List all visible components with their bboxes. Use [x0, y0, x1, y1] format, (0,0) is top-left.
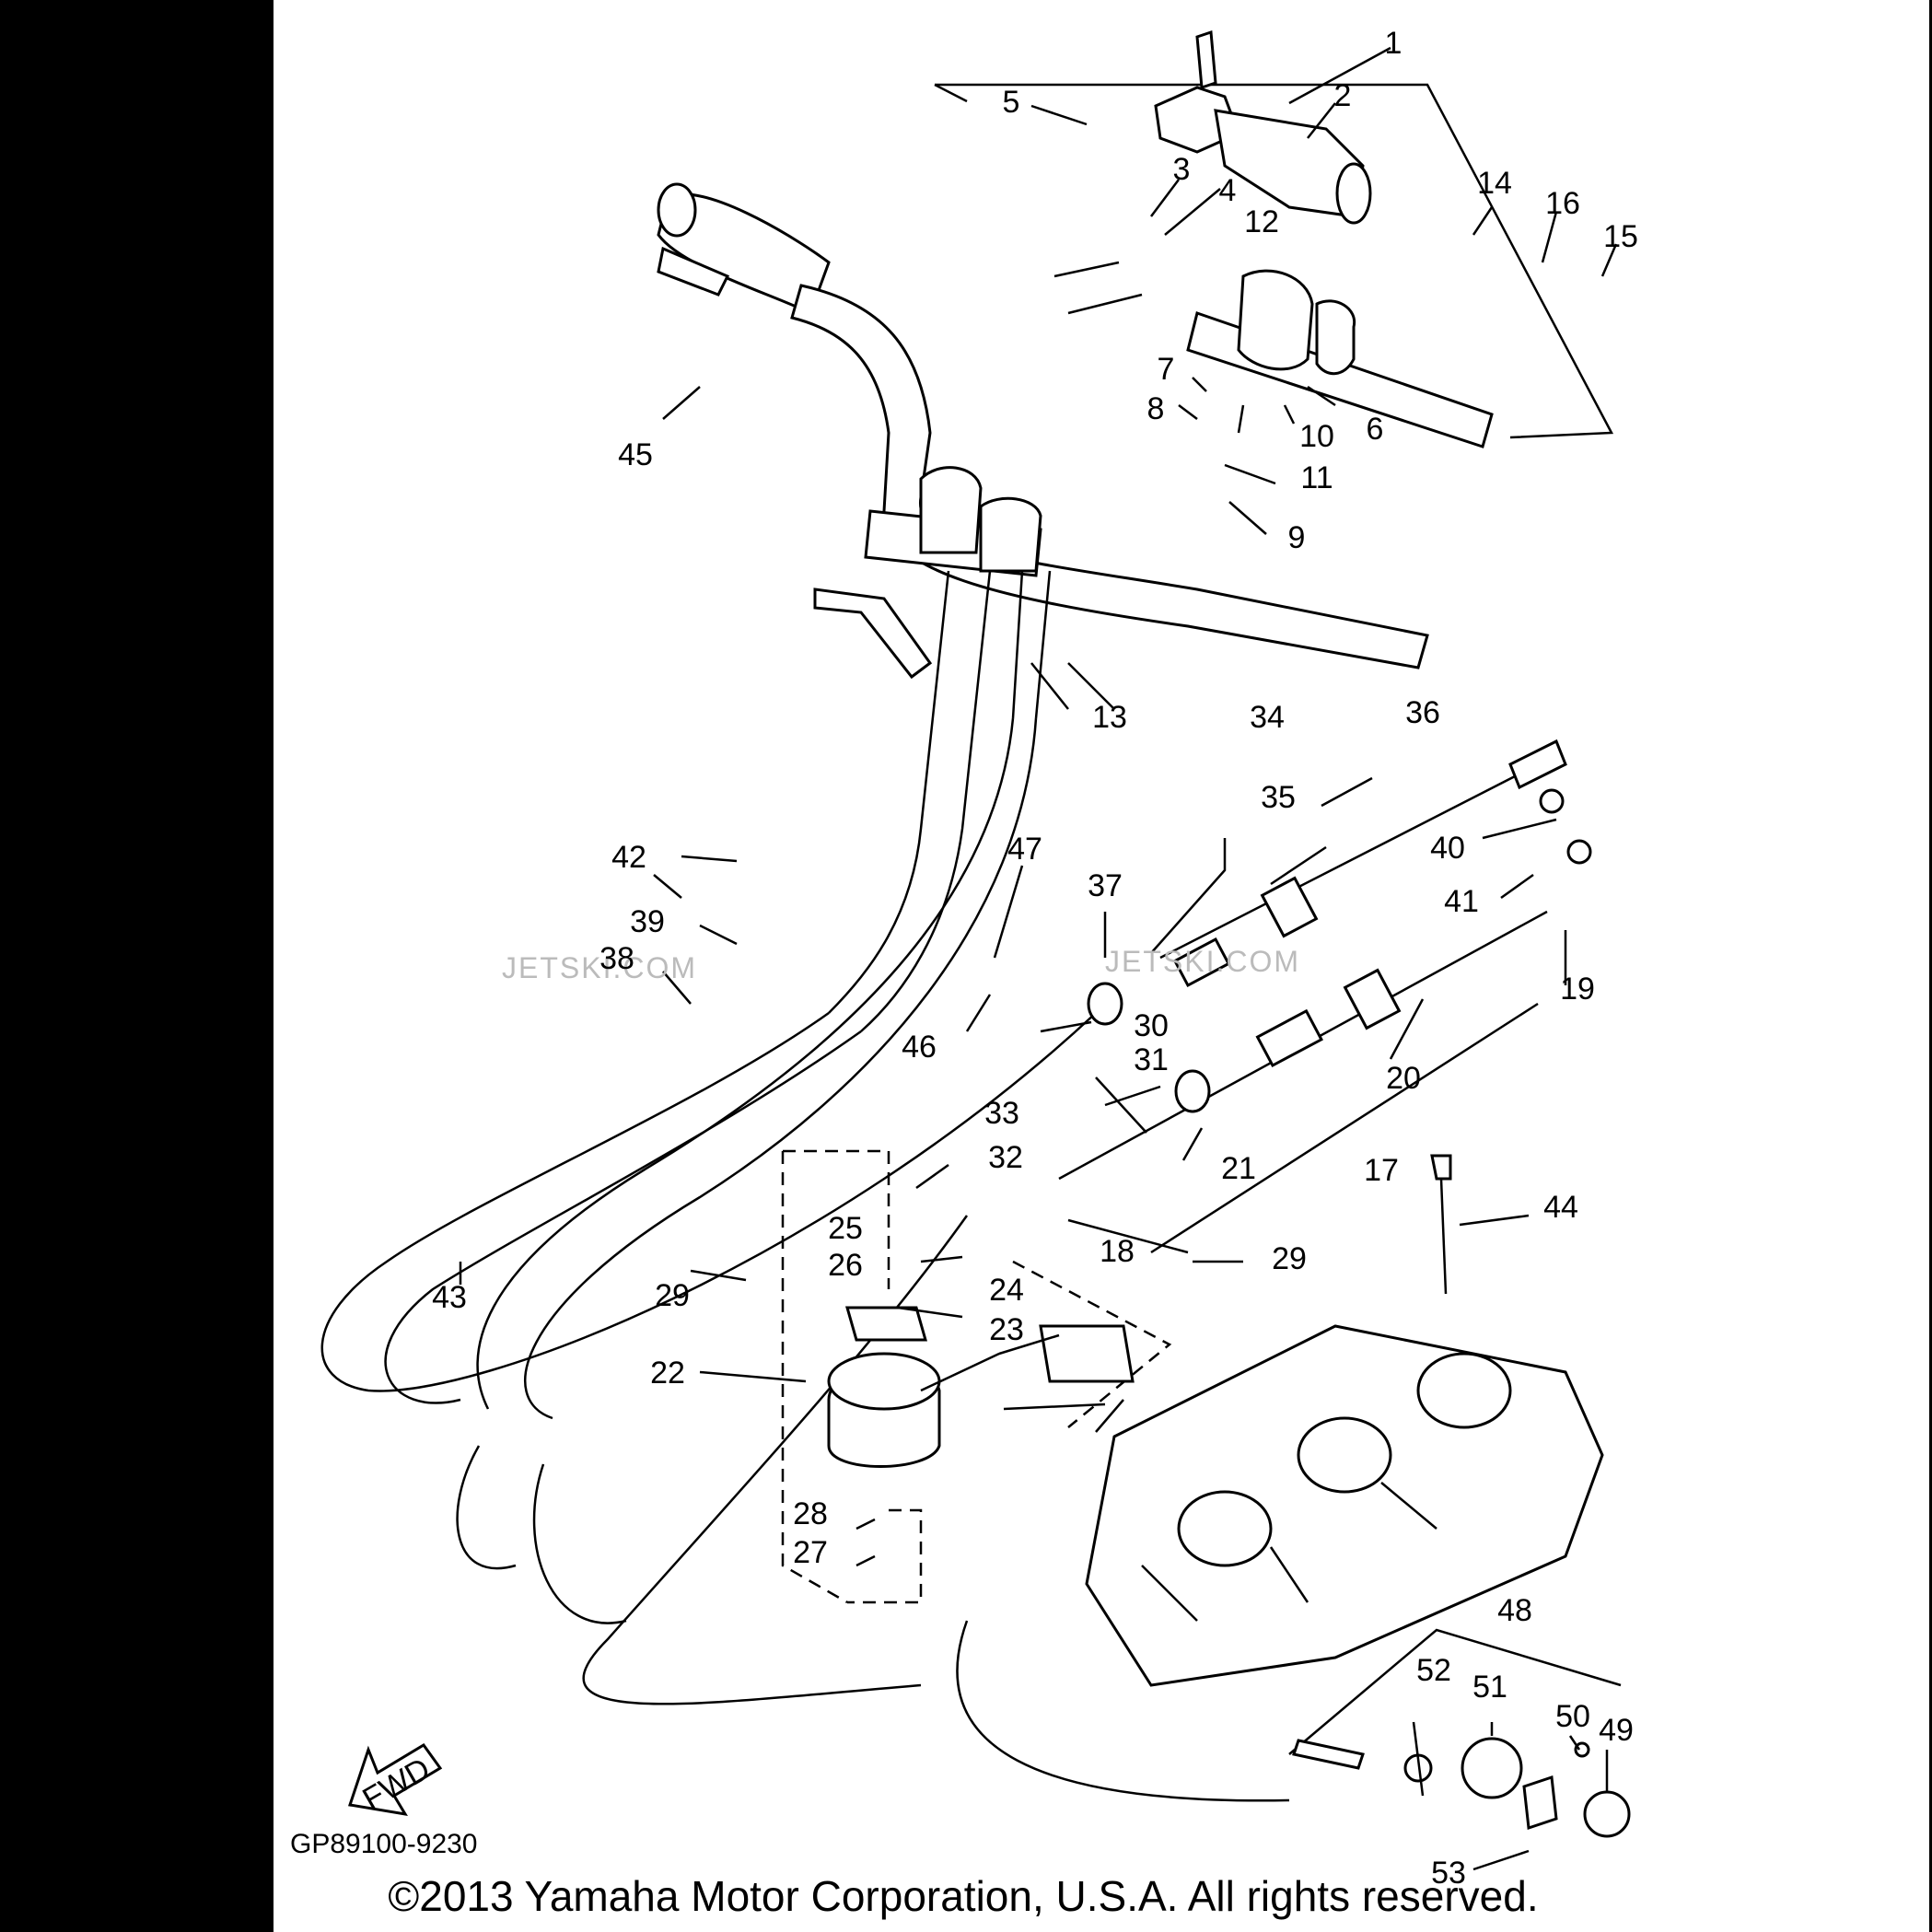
diagram-sheet	[274, 0, 1929, 1932]
callout-17: 17	[1364, 1153, 1399, 1188]
left-grip-part	[657, 182, 831, 316]
pulley-bracket-frame	[781, 1149, 1172, 1604]
callout-3: 3	[1173, 152, 1191, 187]
callout-12: 12	[1244, 204, 1279, 239]
throttle-cable-assembly	[1058, 739, 1592, 1181]
callout-11: 11	[1300, 460, 1333, 495]
callout-1: 1	[1385, 26, 1402, 61]
callout-29a: 29	[655, 1278, 690, 1313]
callout-24: 24	[989, 1273, 1024, 1308]
callout-16: 16	[1545, 186, 1580, 221]
callout-14: 14	[1477, 166, 1512, 201]
callout-38: 38	[599, 941, 634, 976]
handlebar-tube	[790, 284, 1494, 669]
callout-50: 50	[1555, 1699, 1590, 1734]
callout-18: 18	[1100, 1234, 1135, 1269]
watermark-text: JETSKI.COM	[502, 951, 697, 984]
callout-15: 15	[1603, 219, 1638, 254]
callout-30: 30	[1134, 1008, 1169, 1043]
callout-27: 27	[793, 1535, 828, 1570]
fwd-arrow-icon: FWD	[348, 1743, 443, 1817]
callout-10: 10	[1299, 419, 1334, 454]
choke-knob-parts	[1288, 1628, 1631, 1838]
callout-52: 52	[1416, 1653, 1451, 1688]
callout-2: 2	[1334, 78, 1352, 113]
callout-19: 19	[1560, 972, 1595, 1007]
callout-35: 35	[1261, 780, 1296, 815]
steering-column	[813, 466, 1052, 1032]
callout-31: 31	[1134, 1042, 1169, 1077]
callout-36: 36	[1405, 695, 1440, 730]
callout-45: 45	[618, 437, 653, 472]
callout-34: 34	[1250, 700, 1285, 735]
copyright-text: ©2013 Yamaha Motor Corporation, U.S.A. A…	[388, 1872, 1538, 1920]
callout-23: 23	[989, 1312, 1024, 1347]
callout-51: 51	[1472, 1670, 1507, 1705]
cable-tie-part	[1430, 1154, 1452, 1295]
callout-6: 6	[1367, 412, 1384, 447]
callout-28: 28	[793, 1496, 828, 1531]
callout-40: 40	[1430, 831, 1465, 866]
callout-9: 9	[1288, 520, 1306, 555]
callout-47: 47	[1007, 832, 1042, 867]
callout-48: 48	[1497, 1593, 1532, 1628]
callout-22: 22	[650, 1356, 685, 1391]
callout-43: 43	[432, 1280, 467, 1315]
callout-39: 39	[630, 904, 665, 939]
callout-21: 21	[1221, 1151, 1256, 1186]
part-code: GP89100-9230	[290, 1829, 478, 1859]
callout-42: 42	[611, 840, 646, 875]
callout-4: 4	[1219, 173, 1237, 208]
callout-8: 8	[1147, 391, 1165, 426]
callout-46: 46	[902, 1030, 937, 1065]
callout-32: 32	[988, 1140, 1023, 1175]
callout-labels: 1 2 3 4 5 6 7 8 9 10 11 12 13 14 15 16 1…	[432, 26, 1638, 1891]
handlebar-frame	[934, 83, 1614, 439]
callout-7: 7	[1158, 352, 1175, 387]
callout-26: 26	[828, 1248, 863, 1283]
watermark-text-2: JETSKI.COM	[1105, 945, 1300, 978]
callout-53: 53	[1431, 1856, 1466, 1891]
callout-41: 41	[1444, 884, 1479, 919]
callout-25: 25	[828, 1211, 863, 1246]
switch-housing-part	[1237, 269, 1356, 376]
carburetor-assembly	[1085, 1324, 1604, 1687]
throttle-lever-part	[1154, 29, 1372, 225]
callout-29b: 29	[1272, 1241, 1307, 1276]
callout-37: 37	[1088, 868, 1123, 903]
callout-13: 13	[1092, 700, 1127, 735]
cable-runs	[320, 717, 1290, 1802]
callout-20: 20	[1386, 1061, 1421, 1096]
callout-49: 49	[1599, 1713, 1634, 1748]
callout-44: 44	[1543, 1190, 1578, 1225]
leader-lines	[459, 46, 1618, 1871]
callout-33: 33	[984, 1096, 1019, 1131]
callout-5: 5	[1003, 85, 1020, 120]
